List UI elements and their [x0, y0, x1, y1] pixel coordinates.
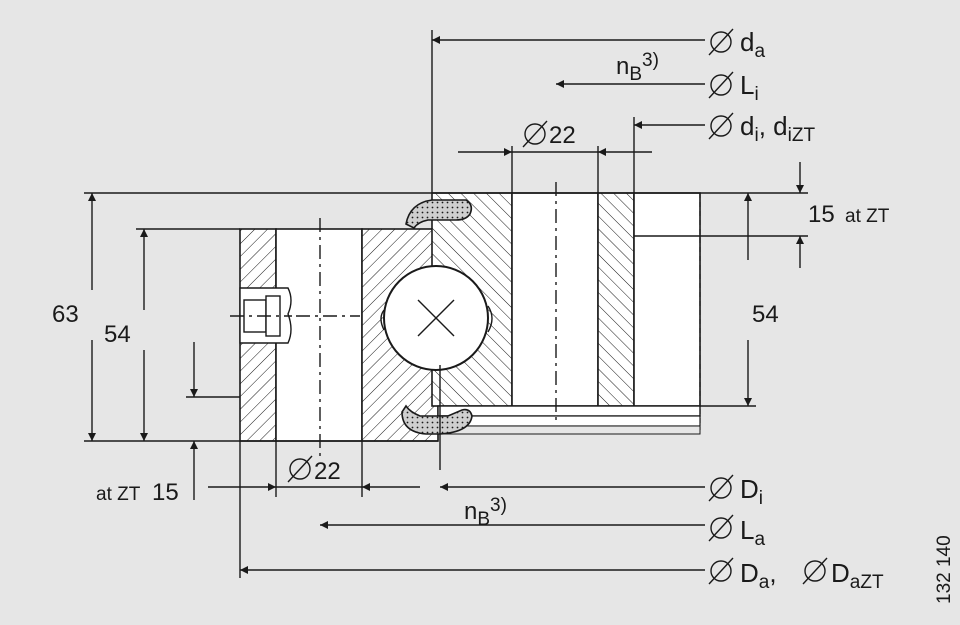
label-Da: Da,DaZT	[740, 558, 884, 593]
label-da: da	[740, 27, 765, 62]
label-22-bottom: 22	[314, 458, 341, 485]
label-54-right: 54	[752, 301, 779, 328]
ball	[380, 265, 493, 371]
dimension-lines	[88, 36, 804, 574]
diameter-symbol-Da	[708, 557, 734, 585]
diameter-symbol-22-bottom	[287, 455, 313, 483]
label-15-right: 15	[808, 201, 835, 228]
label-Di: Di	[740, 474, 763, 509]
diameter-symbol-di	[708, 112, 734, 140]
diameter-symbol-DaZT	[802, 557, 828, 585]
label-nb-bottom: nB3)	[464, 495, 507, 530]
label-La: La	[740, 515, 765, 550]
seal-bottom	[401, 404, 473, 435]
diameter-symbol-Di	[708, 474, 734, 502]
diameter-symbol-La	[708, 514, 734, 542]
label-22-top: 22	[549, 122, 576, 149]
center-lines	[296, 30, 557, 470]
diameter-symbols	[287, 28, 828, 585]
drawing-number: 132 140	[934, 535, 955, 604]
seal-top	[405, 199, 473, 230]
label-at-zt-left: at ZT	[96, 484, 141, 505]
label-di: di, diZT	[740, 111, 815, 146]
label-nb-top: nB3)	[616, 50, 659, 85]
label-at-zt-right: at ZT	[845, 206, 890, 227]
cover-band	[437, 405, 701, 435]
label-li: Li	[740, 70, 759, 105]
label-54-left: 54	[104, 321, 131, 348]
diameter-symbol-da	[708, 28, 734, 56]
label-63: 63	[52, 301, 79, 328]
label-15-left: 15	[152, 479, 179, 506]
diameter-symbol-22-top	[522, 120, 548, 148]
diameter-symbol-li	[708, 71, 734, 99]
extension-lines	[84, 117, 808, 578]
